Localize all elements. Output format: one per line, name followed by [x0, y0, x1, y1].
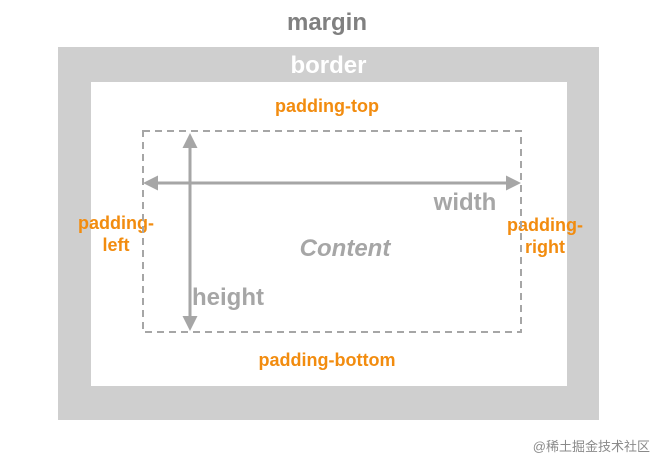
padding-top-label: padding-top — [275, 96, 379, 116]
content-dashed-outline — [142, 130, 522, 333]
padding-right-line2: right — [525, 237, 565, 257]
padding-left-line1: padding- — [78, 213, 154, 233]
padding-left-line2: left — [102, 235, 130, 255]
height-label: height — [192, 284, 264, 311]
padding-left-label: padding- left — [66, 212, 166, 256]
padding-bottom-label: padding-bottom — [258, 350, 396, 370]
padding-right-label: padding- right — [495, 214, 595, 258]
padding-area — [91, 82, 567, 386]
border-label: border — [290, 52, 367, 79]
content-label: Content — [299, 235, 391, 262]
padding-right-line1: padding- — [507, 215, 583, 235]
width-label: width — [433, 189, 497, 216]
watermark-text: @稀土掘金技术社区 — [532, 439, 650, 454]
margin-label: margin — [286, 9, 367, 36]
